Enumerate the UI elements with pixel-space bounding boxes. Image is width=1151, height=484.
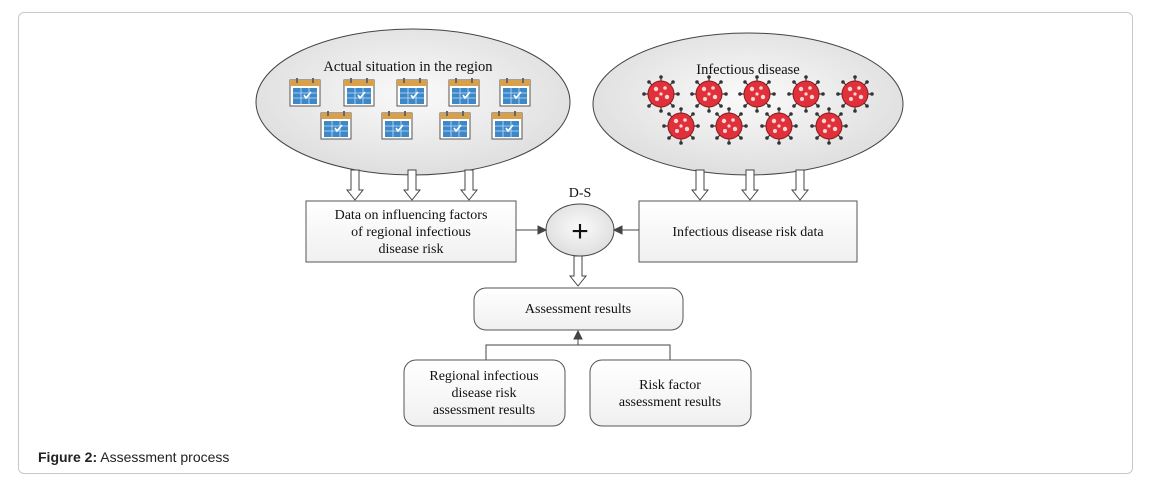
- bottom-connector: [485, 329, 671, 362]
- virus-icon: [709, 106, 749, 146]
- virus-icon: [759, 106, 799, 146]
- calendar-icon: [396, 77, 428, 107]
- calendar-icon: [491, 110, 523, 140]
- virus-icon: [786, 74, 826, 114]
- caption-text: Assessment process: [100, 449, 230, 465]
- calendar-icon: [343, 77, 375, 107]
- calendar-icon: [381, 110, 413, 140]
- risk-factor-line-2: assessment results: [619, 395, 721, 410]
- hollow-arrow: [569, 255, 587, 287]
- hollow-arrow: [346, 169, 364, 201]
- assessment-results-box: Assessment results: [473, 287, 684, 331]
- disease-ellipse: Infectious disease: [592, 32, 904, 176]
- risk-factor-line-1: Risk factor: [639, 378, 701, 393]
- regional-assessment-line-2: disease risk: [452, 386, 517, 401]
- risk-factor-assessment-box: Risk factor assessment results: [589, 359, 752, 427]
- virus-icon: [737, 74, 777, 114]
- virus-icon: [689, 74, 729, 114]
- disease-risk-data-label: Infectious disease risk data: [672, 225, 824, 240]
- calendar-icon: [289, 77, 321, 107]
- regional-assessment-box: Regional infectious disease risk assessm…: [403, 359, 566, 427]
- virus-icon: [809, 106, 849, 146]
- connector-arrows: [516, 225, 639, 235]
- disease-risk-data-box: Infectious disease risk data: [638, 200, 858, 263]
- regional-assessment-line-1: Regional infectious: [429, 369, 538, 384]
- influencing-factors-line-3: disease risk: [379, 242, 444, 257]
- influencing-factors-box: Data on influencing factors of regional …: [305, 200, 517, 263]
- assessment-results-label: Assessment results: [525, 302, 631, 317]
- calendar-icon: [320, 110, 352, 140]
- hollow-arrow: [691, 169, 709, 201]
- disease-ellipse-label: Infectious disease: [696, 62, 799, 78]
- virus-icon: [835, 74, 875, 114]
- caption-prefix: Figure 2:: [38, 449, 98, 465]
- calendar-icon: [448, 77, 480, 107]
- hollow-arrow: [791, 169, 809, 201]
- calendar-icon: [499, 77, 531, 107]
- ds-label: D-S: [569, 186, 592, 201]
- hollow-arrow: [460, 169, 478, 201]
- virus-icon: [661, 106, 701, 146]
- region-ellipse-label: Actual situation in the region: [323, 59, 493, 75]
- region-ellipse: Actual situation in the region: [255, 28, 571, 176]
- virus-icon: [641, 74, 681, 114]
- regional-assessment-line-3: assessment results: [433, 403, 535, 418]
- plus-symbol: +: [571, 215, 589, 248]
- influencing-factors-line-2: of regional infectious: [351, 225, 471, 240]
- influencing-factors-line-1: Data on influencing factors: [335, 208, 488, 223]
- figure-caption: Figure 2: Assessment process: [38, 449, 229, 465]
- ds-combination-node: D-S +: [545, 186, 615, 257]
- calendar-icon: [439, 110, 471, 140]
